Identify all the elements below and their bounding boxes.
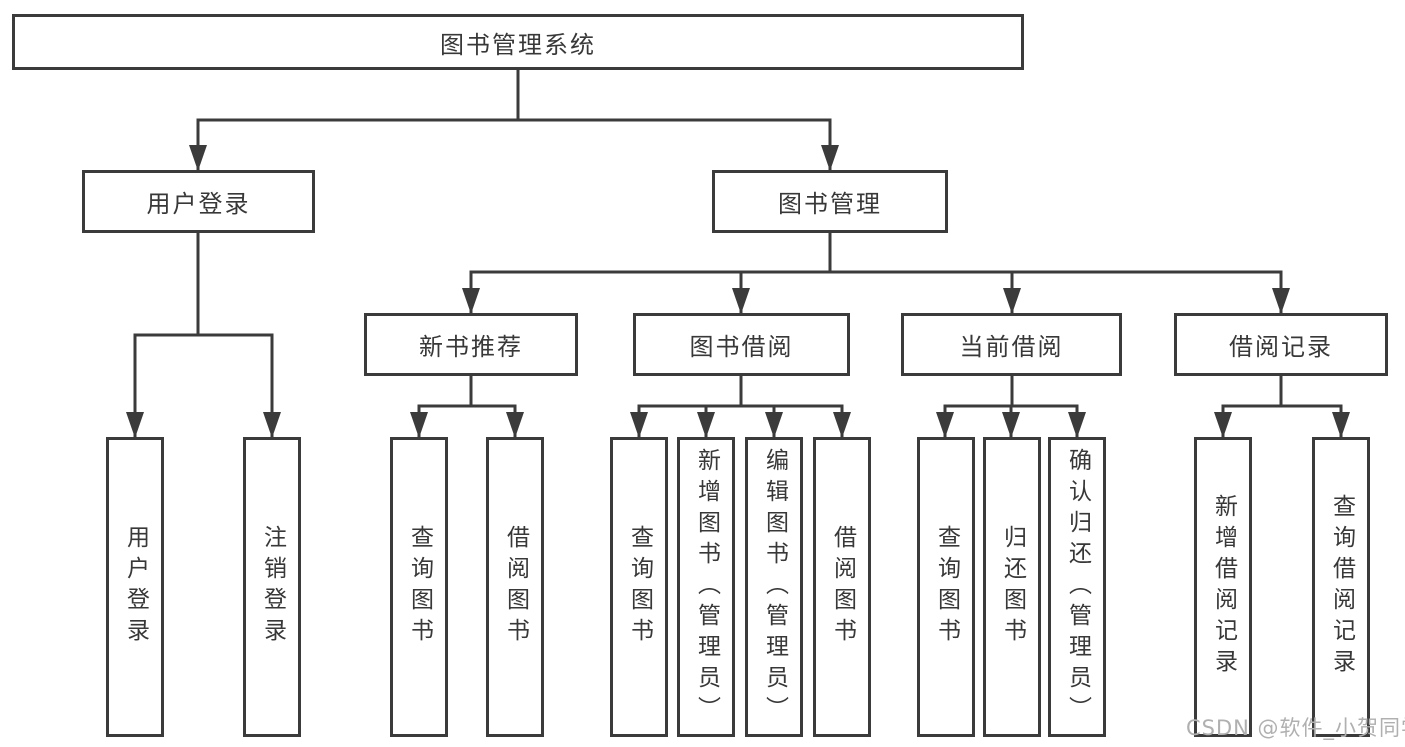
node-add-books-admin: 新增图书（管理员） [677, 437, 735, 737]
arrowhead-icon [1214, 412, 1232, 438]
node-library-system: 图书管理系统 [12, 14, 1024, 70]
arrowhead-icon [410, 412, 428, 438]
node-label: 查询图书 [933, 525, 960, 649]
arrowhead-icon [189, 145, 207, 171]
node-label: 编辑图书（管理员） [761, 447, 788, 727]
arrowhead-icon [126, 412, 144, 438]
node-login: 用户登录 [106, 437, 164, 737]
connector-userlogin-to-leaves [126, 232, 281, 438]
node-label: 确认归还（管理员） [1064, 447, 1091, 727]
csdn-watermark: CSDN @软件_小贺同学 [1186, 716, 1405, 740]
arrowhead-icon [506, 412, 524, 438]
arrowhead-icon [732, 288, 750, 314]
connector-root-to-level2 [189, 69, 839, 171]
node-query-borrow-record: 查询借阅记录 [1312, 437, 1370, 737]
node-label: 借阅图书 [829, 525, 856, 649]
node-label: 新增借阅记录 [1210, 494, 1237, 680]
node-label: 查询图书 [626, 525, 653, 649]
node-label: 查询借阅记录 [1328, 494, 1355, 680]
node-label: 归还图书 [999, 525, 1026, 649]
connector-records-to-leaves [1214, 376, 1350, 438]
connector-bookmgmt-to-level3 [462, 232, 1290, 314]
connector-borrowing-to-leaves [630, 376, 851, 438]
node-label: 注销登录 [259, 525, 286, 649]
arrowhead-icon [1002, 412, 1020, 438]
node-book-borrowing: 图书借阅 [633, 313, 850, 376]
node-query-books-recommend: 查询图书 [390, 437, 448, 737]
arrowhead-icon [1068, 412, 1086, 438]
connector-current-to-leaves [936, 376, 1086, 438]
arrowhead-icon [936, 412, 954, 438]
node-logout: 注销登录 [243, 437, 301, 737]
node-confirm-return-admin: 确认归还（管理员） [1048, 437, 1106, 737]
arrowhead-icon [462, 288, 480, 314]
arrowhead-icon [263, 412, 281, 438]
node-user-login: 用户登录 [82, 170, 315, 233]
arrowhead-icon [1332, 412, 1350, 438]
node-label: 借阅图书 [502, 525, 529, 649]
node-return-books: 归还图书 [983, 437, 1041, 737]
node-new-book-recommend: 新书推荐 [364, 313, 578, 376]
node-borrow-books-recommend: 借阅图书 [486, 437, 544, 737]
node-query-books-current: 查询图书 [917, 437, 975, 737]
node-book-management: 图书管理 [712, 170, 948, 233]
arrowhead-icon [1003, 288, 1021, 314]
node-borrow-books-borrowing: 借阅图书 [813, 437, 871, 737]
node-current-borrowing: 当前借阅 [901, 313, 1122, 376]
arrowhead-icon [697, 412, 715, 438]
node-label: 用户登录 [122, 525, 149, 649]
arrowhead-icon [821, 145, 839, 171]
node-add-borrow-record: 新增借阅记录 [1194, 437, 1252, 737]
node-query-books-borrowing: 查询图书 [610, 437, 668, 737]
arrowhead-icon [833, 412, 851, 438]
arrowhead-icon [630, 412, 648, 438]
arrowhead-icon [765, 412, 783, 438]
connector-newbook-to-leaves [410, 376, 524, 438]
node-borrowing-records: 借阅记录 [1174, 313, 1388, 376]
node-label: 新增图书（管理员） [693, 447, 720, 727]
node-edit-books-admin: 编辑图书（管理员） [745, 437, 803, 737]
arrowhead-icon [1272, 288, 1290, 314]
node-label: 查询图书 [406, 525, 433, 649]
